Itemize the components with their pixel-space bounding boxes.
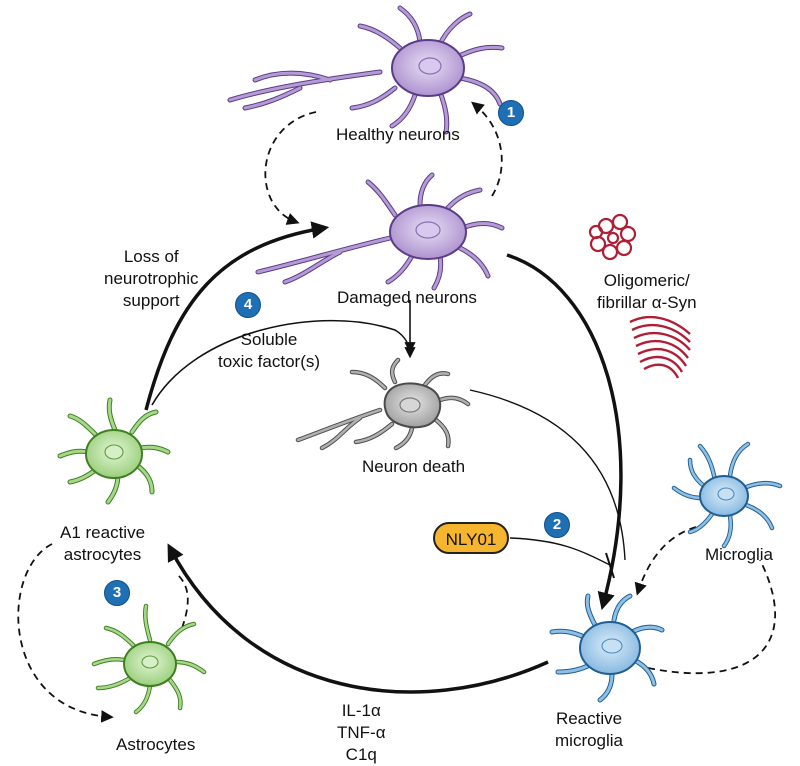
neuron-death-label: Neuron death: [362, 457, 466, 476]
healthy-neuron-icon: [227, 5, 505, 135]
step-badge-4: 4: [235, 292, 261, 318]
fibrillar-alpha-syn-icon: [629, 315, 691, 379]
step-badge-3: 3: [104, 580, 130, 606]
damaged-to-healthy-dashed-arrow: [471, 101, 503, 197]
astrocytes-label: Astrocytes: [116, 735, 196, 754]
healthy-neurons-label: Healthy neurons: [336, 125, 460, 144]
a1-reactive-astrocyte-icon: [57, 397, 171, 505]
microglia-label: Microglia: [705, 545, 774, 564]
alpha-syn-label: Oligomeric/ fibrillar α-Syn: [597, 271, 697, 312]
oligomeric-alpha-syn-icon: [588, 213, 637, 261]
astrocytes-to-a1-dashed: [177, 574, 189, 629]
inhibit-bar: [605, 552, 615, 579]
damaged-neurons-label: Damaged neurons: [337, 288, 477, 307]
loss-of-support-label: Loss of neurotrophic support: [104, 247, 199, 310]
reactive-microglia-label: Reactive microglia: [555, 709, 624, 750]
astrocyte-to-damaged-arrow: [144, 221, 330, 411]
a1-reactive-astrocytes-label: A1 reactive astrocytes: [60, 523, 146, 564]
a1-to-astrocytes-dashed: [17, 543, 114, 723]
damaged-to-microglia-arrow: [506, 253, 623, 611]
soluble-toxic-label: Soluble toxic factor(s): [218, 330, 321, 371]
nly01-inhibit-line: [509, 537, 611, 566]
cytokines-label: IL-1α TNF-α C1q: [337, 701, 386, 764]
damaged-neuron-icon: [255, 172, 505, 291]
soluble-toxic-arrow: [151, 319, 416, 406]
step-badge-1: 1: [498, 100, 524, 126]
reactive-microglia-icon: [549, 593, 665, 703]
dead-neuron-icon: [295, 357, 471, 451]
healthy-to-damaged-dashed-arrow: [264, 111, 317, 225]
microglia-icon: [671, 441, 783, 549]
death-to-microglia-line: [469, 389, 626, 561]
step-badge-2: 2: [544, 512, 570, 538]
microglia-to-astrocyte-arrow: [167, 543, 549, 694]
microglia-to-reactive-dashed: [634, 526, 697, 596]
reactive-to-microglia-dashed: [647, 559, 776, 675]
nly01-badge: NLY01: [433, 522, 509, 554]
astrocyte-icon: [91, 603, 207, 715]
